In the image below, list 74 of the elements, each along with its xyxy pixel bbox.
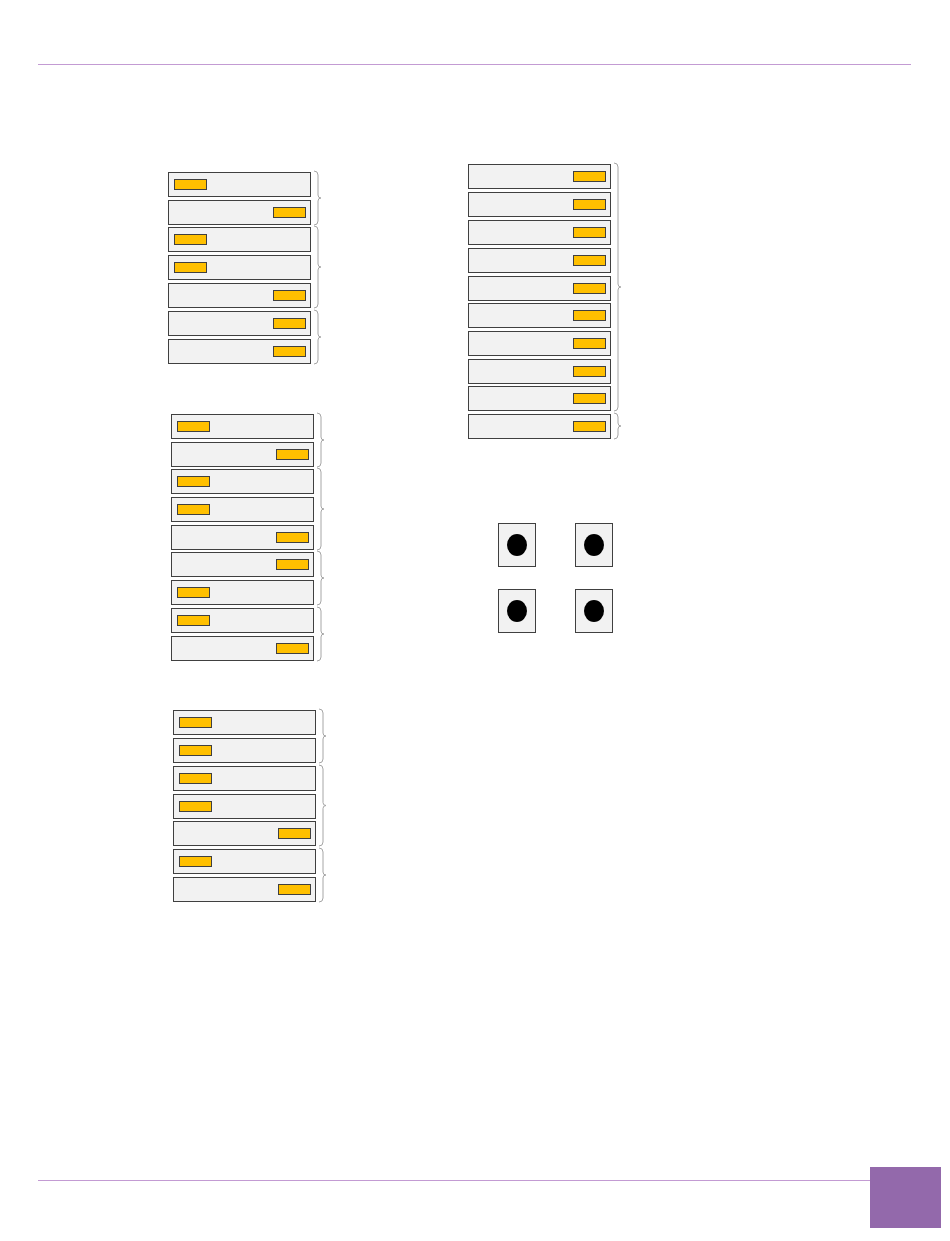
slot-panel xyxy=(173,738,316,763)
slot-panel xyxy=(168,255,311,280)
indicator-bar xyxy=(573,255,606,266)
indicator-bar xyxy=(573,227,606,238)
indicator-bar xyxy=(573,283,606,294)
indicator-bar xyxy=(179,856,212,867)
indicator-bar xyxy=(276,559,309,570)
slot-panel xyxy=(173,766,316,791)
indicator-bar xyxy=(276,643,309,654)
indicator-bar xyxy=(278,828,311,839)
indicator-bar xyxy=(573,366,606,377)
slot-panel xyxy=(468,192,611,217)
indicator-bar xyxy=(273,318,306,329)
button-panel xyxy=(498,589,536,633)
indicator-bar xyxy=(573,338,606,349)
indicator-bar xyxy=(573,421,606,432)
slot-panel xyxy=(173,710,316,735)
button-panel xyxy=(498,523,536,567)
slot-panel xyxy=(173,849,316,874)
slot-panel xyxy=(468,303,611,328)
indicator-bar xyxy=(177,421,210,432)
indicator-bar xyxy=(278,884,311,895)
slot-panel xyxy=(468,164,611,189)
indicator-bar xyxy=(273,290,306,301)
slot-panel xyxy=(171,442,314,467)
round-dot xyxy=(584,534,604,556)
slot-panel xyxy=(171,636,314,661)
slot-panel xyxy=(168,283,311,308)
indicator-bar xyxy=(179,717,212,728)
slot-panel xyxy=(468,359,611,384)
slot-panel xyxy=(468,414,611,439)
slot-panel xyxy=(173,821,316,846)
indicator-bar xyxy=(174,262,207,273)
slot-panel xyxy=(468,331,611,356)
indicator-bar xyxy=(573,199,606,210)
slot-panel xyxy=(171,414,314,439)
slot-panel xyxy=(468,276,611,301)
indicator-bar xyxy=(179,801,212,812)
indicator-bar xyxy=(573,393,606,404)
indicator-bar xyxy=(174,234,207,245)
indicator-bar xyxy=(276,449,309,460)
slot-panel xyxy=(468,386,611,411)
slot-panel xyxy=(168,311,311,336)
slot-panel xyxy=(171,469,314,494)
indicator-bar xyxy=(276,532,309,543)
slot-panel xyxy=(171,525,314,550)
indicator-bar xyxy=(179,745,212,756)
indicator-bar xyxy=(177,615,210,626)
indicator-bar xyxy=(273,346,306,357)
slot-panel xyxy=(168,200,311,225)
slot-panel xyxy=(171,608,314,633)
slot-panel xyxy=(171,580,314,605)
slot-panel xyxy=(168,339,311,364)
button-panel xyxy=(575,589,613,633)
round-dot xyxy=(507,534,527,556)
button-panel xyxy=(575,523,613,567)
slot-panel xyxy=(171,552,314,577)
slot-panel xyxy=(468,248,611,273)
indicator-bar xyxy=(174,179,207,190)
round-dot xyxy=(584,600,604,622)
slot-panel xyxy=(173,877,316,902)
round-dot xyxy=(507,600,527,622)
slot-panel xyxy=(468,220,611,245)
indicator-bar xyxy=(273,207,306,218)
slot-panel xyxy=(171,497,314,522)
slot-panel xyxy=(168,172,311,197)
slot-panel xyxy=(173,794,316,819)
slot-panel xyxy=(168,227,311,252)
indicator-bar xyxy=(573,310,606,321)
indicator-bar xyxy=(177,587,210,598)
indicator-bar xyxy=(573,171,606,182)
indicator-bar xyxy=(177,476,210,487)
indicator-bar xyxy=(177,504,210,515)
indicator-bar xyxy=(179,773,212,784)
